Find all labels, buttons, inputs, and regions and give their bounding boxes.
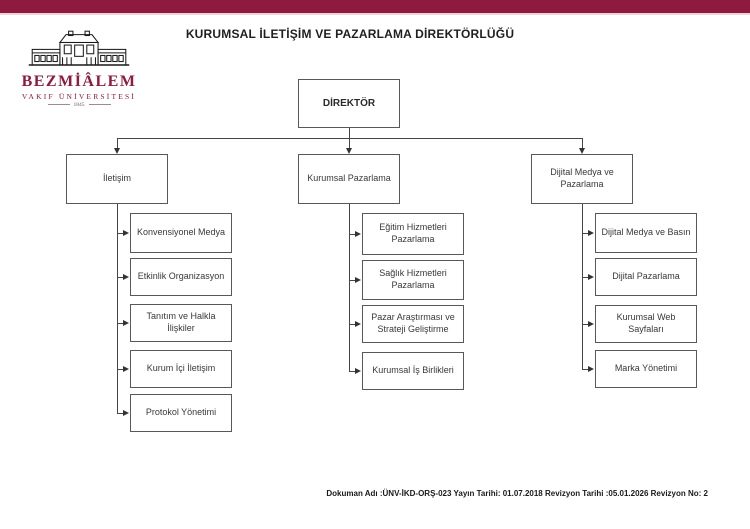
- connector-line: [117, 369, 124, 370]
- header-accent-bar: [0, 0, 750, 15]
- arrow-right-icon: [123, 273, 129, 280]
- org-box-kurumsal-web-sayfalari: Kurumsal Web Sayfaları: [595, 305, 697, 343]
- arrow-right-icon: [588, 273, 594, 280]
- arrow-down-icon: [578, 148, 585, 154]
- connector-line: [117, 233, 124, 234]
- connector-line: [117, 413, 124, 414]
- connector-line: [117, 138, 118, 149]
- org-box-marka-yonetimi: Marka Yönetimi: [595, 350, 697, 388]
- connector-line: [349, 280, 356, 281]
- org-box-tanitim-halkla-iliskiler: Tanıtım ve Halkla İlişkiler: [130, 304, 232, 342]
- university-building-icon: [28, 30, 130, 66]
- org-box-dijital-pazarlama: Dijital Pazarlama: [595, 258, 697, 296]
- connector-line: [349, 234, 356, 235]
- arrow-right-icon: [588, 229, 594, 236]
- connector-line: [349, 324, 356, 325]
- logo-subtitle: VAKIF ÜNİVERSİTESİ: [21, 91, 137, 101]
- logo-year: 1845: [20, 102, 138, 108]
- arrow-right-icon: [123, 229, 129, 236]
- org-box-saglik-hizmetleri-pazarlama: Sağlık Hizmetleri Pazarlama: [362, 260, 464, 300]
- connector-line: [582, 369, 589, 370]
- arrow-right-icon: [355, 230, 361, 237]
- logo-wordmark: BEZMİÂLEM: [21, 73, 137, 90]
- org-box-kurumsal-is-birlikleri: Kurumsal İş Birlikleri: [362, 352, 464, 390]
- org-box-branch-dijital-medya: Dijital Medya ve Pazarlama: [531, 154, 633, 204]
- arrow-right-icon: [123, 319, 129, 326]
- arrow-right-icon: [355, 367, 361, 374]
- connector-line: [117, 277, 124, 278]
- org-box-kurum-ici-iletisim: Kurum İçi İletişim: [130, 350, 232, 388]
- org-box-konvensiyonel-medya: Konvensiyonel Medya: [130, 213, 232, 253]
- arrow-right-icon: [123, 365, 129, 372]
- connector-line: [349, 138, 350, 149]
- arrow-right-icon: [355, 320, 361, 327]
- connector-line: [582, 324, 589, 325]
- arrow-right-icon: [355, 276, 361, 283]
- connector-line: [349, 371, 356, 372]
- connector-line: [582, 138, 583, 149]
- connector-line: [582, 277, 589, 278]
- connector-line: [349, 128, 350, 138]
- page-title: KURUMSAL İLETİŞİM VE PAZARLAMA DİREKTÖRL…: [185, 27, 515, 41]
- arrow-down-icon: [345, 148, 352, 154]
- document-meta-footer: Dokuman Adı :ÜNV-İKD-ORŞ-023 Yayın Tarih…: [326, 489, 708, 498]
- arrow-right-icon: [588, 320, 594, 327]
- arrow-down-icon: [113, 148, 120, 154]
- org-box-director: DİREKTÖR: [298, 79, 400, 128]
- org-box-dijital-medya-basin: Dijital Medya ve Basın: [595, 213, 697, 253]
- connector-line: [117, 204, 118, 413]
- connector-line: [349, 204, 350, 371]
- org-box-branch-iletisim: İletişim: [66, 154, 168, 204]
- org-box-etkinlik-organizasyon: Etkinlik Organizasyon: [130, 258, 232, 296]
- org-box-protokol-yonetimi: Protokol Yönetimi: [130, 394, 232, 432]
- connector-line: [582, 204, 583, 369]
- connector-line: [117, 323, 124, 324]
- arrow-right-icon: [588, 365, 594, 372]
- org-box-branch-kurumsal-pazarlama: Kurumsal Pazarlama: [298, 154, 400, 204]
- arrow-right-icon: [123, 409, 129, 416]
- connector-line: [582, 233, 589, 234]
- org-box-egitim-hizmetleri-pazarlama: Eğitim Hizmetleri Pazarlama: [362, 213, 464, 255]
- connector-line: [117, 138, 583, 139]
- org-box-pazar-arastirmasi-strateji: Pazar Araştırması ve Strateji Geliştirme: [362, 305, 464, 343]
- university-logo: BEZMİÂLEM VAKIF ÜNİVERSİTESİ 1845: [20, 30, 138, 108]
